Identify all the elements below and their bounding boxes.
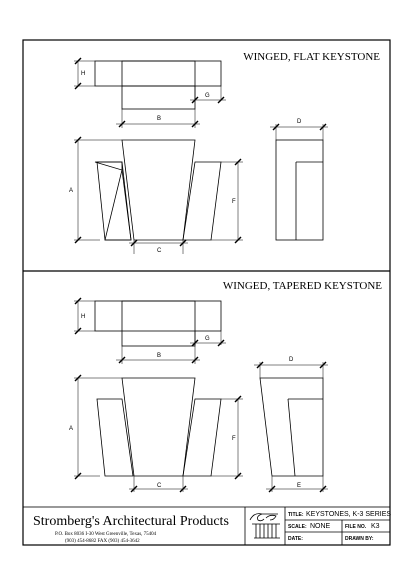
svg-text:C: C xyxy=(157,248,162,254)
svg-text:D: D xyxy=(297,119,302,125)
tapered-dim-d: D xyxy=(254,357,328,378)
flat-dim-h: H xyxy=(74,57,95,90)
svg-text:B: B xyxy=(157,353,161,359)
scale-value: NONE xyxy=(310,523,331,530)
tapered-dim-a: A xyxy=(69,374,122,480)
svg-text:B: B xyxy=(157,116,161,122)
tapered-dim-b: B xyxy=(116,346,200,364)
flat-dim-c: C xyxy=(129,239,188,254)
tapered-dim-f: F xyxy=(211,395,243,480)
flat-dim-a: A xyxy=(69,136,122,244)
tapered-keystone-plan xyxy=(94,300,222,347)
flat-keystone-view: WINGED, FLAT KEYSTONE H G xyxy=(69,51,380,254)
company-phone: (903) 454-8682 FAX (903) 454-3642 xyxy=(65,539,140,544)
tapered-dim-h: H xyxy=(74,297,95,335)
tapered-keystone-side xyxy=(259,377,324,477)
flat-keystone-side xyxy=(275,139,324,241)
drawn-by-label: DRAWN BY: xyxy=(345,536,374,542)
title-label: TITLE: xyxy=(288,512,304,518)
tapered-keystone-view: WINGED, TAPERED KEYSTONE H G xyxy=(69,280,382,493)
svg-text:A: A xyxy=(69,188,73,194)
file-no-label: FILE NO. xyxy=(345,524,367,530)
title-block: Stromberg's Architectural Products P.O. … xyxy=(22,506,391,546)
svg-text:D: D xyxy=(289,357,294,363)
tapered-keystone-title: WINGED, TAPERED KEYSTONE xyxy=(223,280,382,292)
flat-keystone-plan xyxy=(94,60,222,110)
svg-text:F: F xyxy=(232,199,236,205)
tapered-keystone-front xyxy=(96,377,222,477)
flat-dim-d: D xyxy=(270,119,328,140)
title-value: KEYSTONES, K-3 SERIES xyxy=(306,511,391,518)
file-no-value: K3 xyxy=(371,523,380,530)
flat-keystone-front xyxy=(94,139,222,241)
svg-text:G: G xyxy=(205,93,210,99)
flat-dim-f: F xyxy=(211,158,243,244)
flat-dim-g: G xyxy=(190,86,226,104)
svg-text:H: H xyxy=(81,71,85,77)
svg-text:C: C xyxy=(157,483,162,489)
company-logo xyxy=(249,513,280,539)
svg-text:G: G xyxy=(205,336,210,342)
svg-text:A: A xyxy=(69,426,73,432)
tapered-dim-c: C xyxy=(129,476,188,493)
flat-dim-b: B xyxy=(116,109,200,128)
company-name: Stromberg's Architectural Products xyxy=(33,514,229,529)
svg-text:E: E xyxy=(297,483,301,489)
tapered-dim-g: G xyxy=(190,331,226,347)
tapered-dim-e: E xyxy=(266,476,328,493)
date-label: DATE: xyxy=(288,536,303,542)
svg-text:H: H xyxy=(81,314,85,320)
company-address: P.O. Box 8036 I-30 West Greenville, Texa… xyxy=(55,532,157,537)
flat-keystone-title: WINGED, FLAT KEYSTONE xyxy=(243,51,380,63)
scale-label: SCALE: xyxy=(288,524,307,530)
svg-text:F: F xyxy=(232,436,236,442)
